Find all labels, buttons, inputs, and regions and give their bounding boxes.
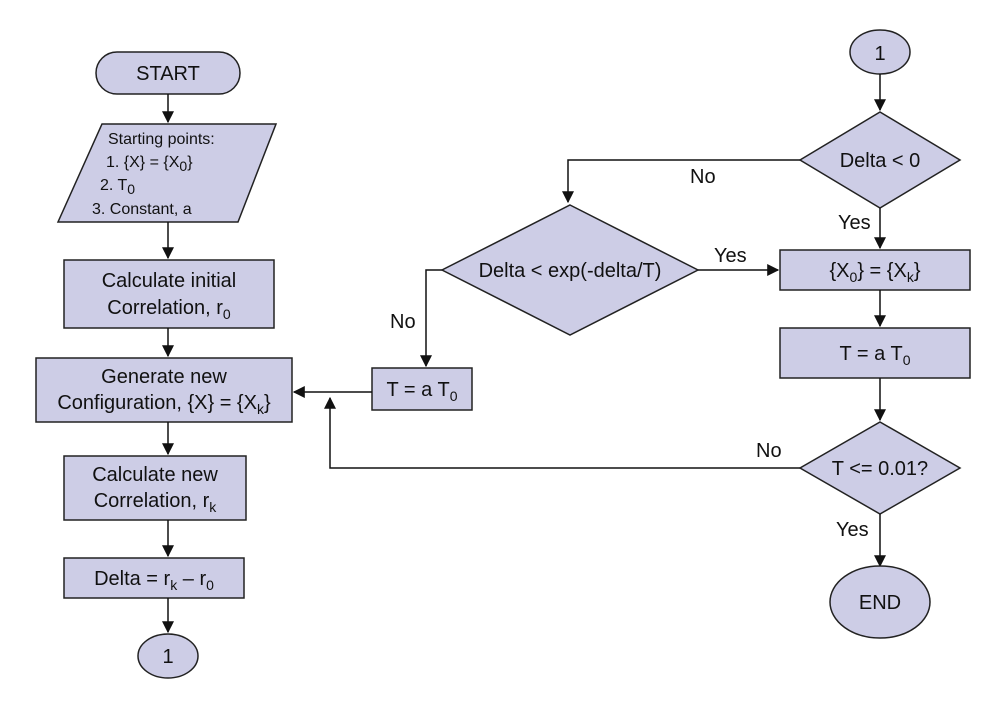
generate-line-2: Configuration, {X} = {Xk} [57,392,271,417]
start-terminal: START [95,51,241,95]
edge-exp-no [420,269,442,368]
input-line-3: 3. Constant, a [92,201,192,218]
edge-delta-no-label: No [690,166,716,188]
decision-exp-label: Delta < exp(-delta/T) [479,260,662,282]
decision-t-threshold: T <= 0.01? [798,421,962,515]
input-line-1: 1. {X} = {X0} [106,154,193,174]
process-calculate-initial: Calculate initial Correlation, r0 [63,259,275,329]
delta-formula: Delta = rk – r0 [94,568,214,593]
temp-middle-label: T = a T0 [387,379,458,404]
process-assign-x: {X0} = {Xk} [779,249,971,291]
input-starting-points: Starting points: 1. {X} = {X0} 2. T0 3. … [56,123,278,223]
process-delta: Delta = rk – r0 [63,557,245,599]
process-temp-middle: T = a T0 [371,367,473,411]
edge-delta-no [562,159,800,204]
decision-delta-negative: Delta < 0 [798,111,962,209]
end-label: END [859,592,901,614]
calc-new-line-1: Calculate new [92,464,218,486]
connector-left-label: 1 [162,646,173,668]
decision-delta-label: Delta < 0 [840,150,921,172]
decision-exp: Delta < exp(-delta/T) [440,204,700,336]
temp-right-label: T = a T0 [840,343,911,368]
connector-right: 1 [849,29,911,75]
edge-t-no [324,396,800,469]
process-calculate-new: Calculate new Correlation, rk [63,455,247,521]
calc-initial-line-1: Calculate initial [102,270,237,292]
decision-t-label: T <= 0.01? [832,458,928,480]
assign-x-label: {X0} = {Xk} [829,260,920,285]
edge-exp-yes-label: Yes [714,245,747,267]
end-terminal: END [829,565,931,639]
edge-t-no-label: No [756,440,782,462]
input-line-2: 2. T0 [100,177,135,197]
calc-initial-line-2: Correlation, r0 [107,297,231,322]
edge-t-yes-label: Yes [836,519,869,541]
connector-left: 1 [137,633,199,679]
generate-line-1: Generate new [101,366,227,388]
edge-delta-yes-label: Yes [838,212,871,234]
input-title: Starting points: [108,131,215,148]
connector-right-label: 1 [874,43,885,65]
start-label: START [136,63,200,85]
process-generate-config: Generate new Configuration, {X} = {Xk} [35,357,293,423]
edge-exp-no-label: No [390,311,416,333]
calc-new-line-2: Correlation, rk [94,490,218,515]
process-temp-right: T = a T0 [779,327,971,379]
